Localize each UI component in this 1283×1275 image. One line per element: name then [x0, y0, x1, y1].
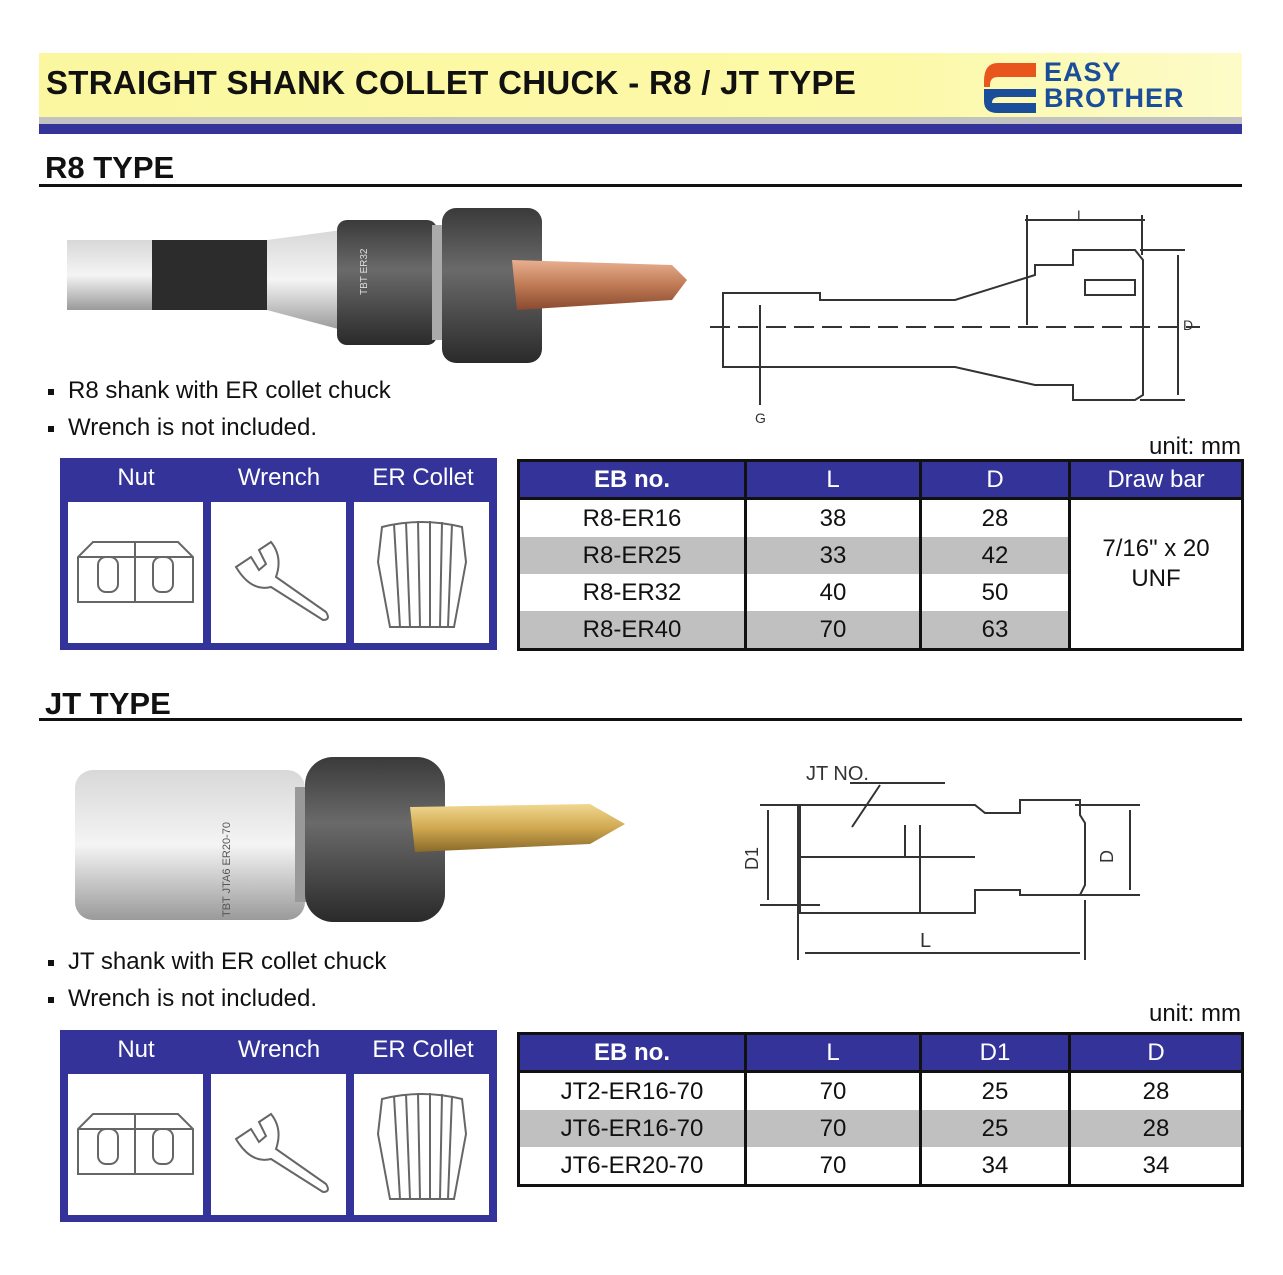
- accessory-nut-label: Nut: [117, 464, 155, 491]
- jt-chuck-product-image: TBT JTA6 ER20-70: [75, 757, 625, 922]
- title-banner: [39, 53, 1242, 117]
- r8-section-title: R8 TYPE: [45, 150, 175, 185]
- er-collet-icon: [354, 1074, 489, 1215]
- jt-dim-D1: D1: [742, 847, 762, 870]
- cell-eb-no: JT2-ER16-70: [518, 1071, 747, 1110]
- jt-no-label: JT NO.: [806, 763, 869, 785]
- accessory-collet-label: ER Collet: [372, 464, 474, 491]
- cell-L: 38: [745, 498, 922, 537]
- r8-section-rule: [39, 184, 1242, 187]
- nut-icon: [68, 1074, 203, 1215]
- jt-section-rule: [39, 718, 1242, 721]
- cell-D: 28: [1069, 1110, 1243, 1147]
- jt-unit-label: unit: mm: [1148, 1000, 1241, 1027]
- accessory-wrench-label: Wrench: [237, 1036, 321, 1063]
- banner-blue-strip: [39, 124, 1242, 134]
- table-header-row: EB no. L D Draw bar: [518, 460, 1243, 500]
- logo-line-2: BROTHER: [1044, 83, 1185, 113]
- cell-L: 40: [745, 574, 922, 611]
- cell-eb-no: JT6-ER20-70: [518, 1147, 747, 1186]
- cell-eb-no: JT6-ER16-70: [518, 1110, 747, 1147]
- wrench-icon: [211, 1074, 346, 1215]
- nut-icon: [68, 502, 203, 643]
- r8-dim-D: D: [1183, 317, 1193, 333]
- page-title: STRAIGHT SHANK COLLET CHUCK - R8 / JT TY…: [46, 64, 857, 101]
- wrench-icon: [211, 502, 346, 643]
- accessory-nut-label: Nut: [117, 1036, 155, 1063]
- accessory-collet-label: ER Collet: [372, 1036, 474, 1063]
- r8-technical-drawing: L D G: [710, 207, 1200, 426]
- cell-D: 34: [1142, 1151, 1170, 1179]
- cell-L: 70: [745, 1110, 922, 1147]
- r8-dim-L: L: [1077, 207, 1085, 223]
- cell-D: 28: [920, 498, 1071, 537]
- jt-accessories-panel: Nut Wrench ER Collet: [60, 1030, 497, 1222]
- logo-mark-icon: [984, 63, 1036, 113]
- jt-dim-D: D: [1097, 850, 1117, 863]
- easy-brother-logo: EASY BROTHER: [978, 57, 1238, 115]
- cell-eb-no: R8-ER16: [518, 498, 747, 537]
- jt-product-label: TBT JTA6 ER20-70: [221, 822, 233, 917]
- cell-L: 33: [745, 537, 922, 574]
- cell-eb-no: R8-ER40: [518, 611, 747, 650]
- cell-L: 70: [745, 1147, 922, 1186]
- cell-L: 70: [745, 611, 922, 650]
- cell-eb-no: R8-ER32: [518, 574, 747, 611]
- col-D: D: [1069, 1033, 1243, 1073]
- cell-D1: 25: [920, 1071, 1071, 1110]
- jt-bullet-2: Wrench is not included.: [48, 985, 317, 1013]
- r8-accessories-panel: Nut Wrench ER Collet: [60, 458, 497, 650]
- col-L: L: [745, 1033, 922, 1073]
- col-draw-bar: Draw bar: [1069, 460, 1243, 500]
- r8-product-label: TBT ER32: [359, 248, 370, 295]
- draw-bar-line-2: UNF: [1131, 565, 1181, 592]
- r8-chuck-product-image: TBT ER32: [67, 208, 687, 363]
- cell-eb-no: R8-ER25: [518, 537, 747, 574]
- accessory-wrench-label: Wrench: [237, 464, 321, 491]
- cell-D1: 25: [920, 1110, 1071, 1147]
- jt-dim-L: L: [920, 930, 931, 952]
- col-D: D: [920, 460, 1071, 500]
- banner-grey-strip: [39, 117, 1242, 124]
- cell-D: 28: [1142, 1077, 1170, 1105]
- cell-D: 63: [920, 611, 1071, 650]
- cell-draw-bar: 7/16" x 20 UNF: [1070, 499, 1243, 650]
- jt-section-title: JT TYPE: [45, 686, 171, 721]
- cell-D1: 34: [920, 1147, 1071, 1186]
- r8-bullet-1: R8 shank with ER collet chuck: [48, 377, 391, 405]
- jt-bullet-1: JT shank with ER collet chuck: [48, 948, 386, 976]
- cell-D: 50: [920, 574, 1071, 611]
- er-collet-icon: [354, 502, 489, 643]
- col-eb-no: EB no.: [518, 460, 747, 500]
- col-D1: D1: [920, 1033, 1071, 1073]
- jt-technical-drawing: JT NO. D1 D L: [742, 763, 1140, 960]
- r8-unit-label: unit: mm: [1148, 433, 1241, 460]
- logo-line-1: EASY: [1044, 57, 1122, 87]
- col-eb-no: EB no.: [518, 1033, 747, 1073]
- r8-dim-G: G: [755, 410, 766, 426]
- draw-bar-line-1: 7/16" x 20: [1102, 535, 1210, 562]
- r8-bullet-2: Wrench is not included.: [48, 414, 317, 442]
- col-L: L: [745, 460, 922, 500]
- cell-L: 70: [745, 1071, 922, 1110]
- cell-D: 42: [920, 537, 1071, 574]
- table-header-row: EB no. L D1 D: [518, 1033, 1243, 1073]
